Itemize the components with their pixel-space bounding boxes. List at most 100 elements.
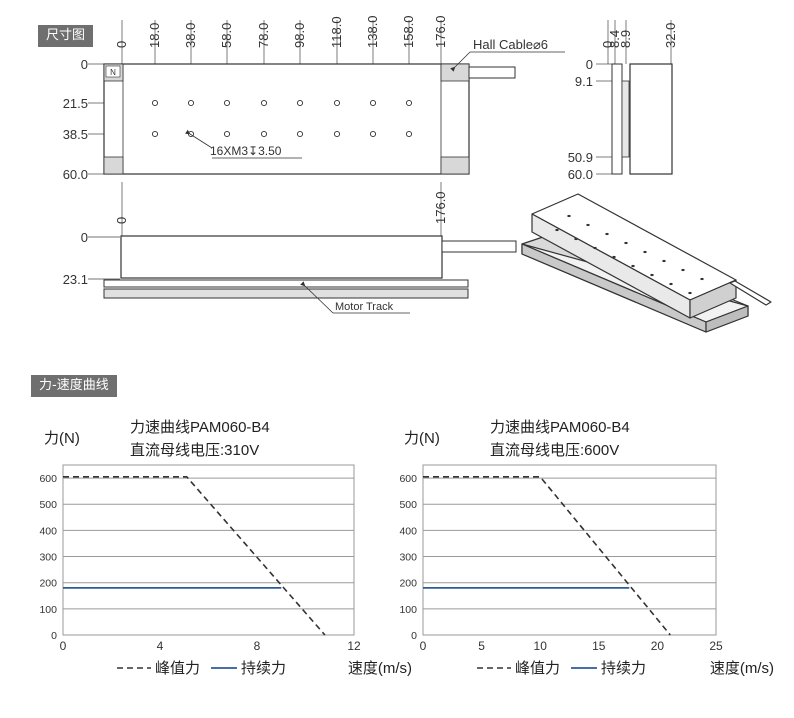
mounting-hole bbox=[296, 99, 304, 107]
y-tick-label: 300 bbox=[399, 552, 417, 564]
mounting-hole bbox=[333, 99, 341, 107]
dimensions-section-title: 尺寸图 bbox=[38, 25, 94, 47]
chart-subtitle: 直流母线电压:310V bbox=[130, 442, 259, 459]
top-x-dim: 0 bbox=[114, 41, 129, 48]
x-tick-label: 20 bbox=[651, 639, 665, 653]
mounting-hole bbox=[187, 99, 195, 107]
side-top-dim: 0 bbox=[600, 41, 615, 48]
side-y-dim: 60.0 bbox=[568, 167, 593, 182]
iso-hole bbox=[650, 273, 654, 277]
top-x-dim: 78.0 bbox=[256, 23, 271, 48]
chart-title: 力速曲线PAM060-B4 bbox=[130, 419, 270, 436]
hall-cable bbox=[468, 66, 516, 79]
mounting-hole bbox=[369, 99, 377, 107]
y-tick-label: 500 bbox=[399, 499, 417, 511]
y-tick-label: 300 bbox=[39, 552, 57, 564]
side-y-dim: 9.1 bbox=[575, 74, 593, 89]
front-y-dim: 23.1 bbox=[63, 272, 88, 287]
side-view-magnet bbox=[621, 80, 630, 158]
x-tick-label: 0 bbox=[60, 639, 67, 653]
x-tick-label: 25 bbox=[709, 639, 723, 653]
chart-310v: 力速曲线PAM060-B4直流母线电压:310V力(N)010020030040… bbox=[39, 419, 412, 677]
front-x-dim: 176.0 bbox=[433, 191, 448, 224]
front-view-body bbox=[120, 235, 443, 279]
x-axis-label: 速度(m/s) bbox=[348, 660, 412, 677]
y-tick-label: 100 bbox=[39, 604, 57, 616]
front-view-cable bbox=[441, 240, 517, 253]
north-mark-box bbox=[105, 65, 121, 78]
top-x-dim: 98.0 bbox=[292, 23, 307, 48]
legend-continuous-label: 持续力 bbox=[601, 660, 646, 677]
legend-continuous-label: 持续力 bbox=[241, 660, 286, 677]
mounting-hole bbox=[151, 99, 159, 107]
mounting-hole bbox=[151, 130, 159, 138]
north-mark: N bbox=[110, 68, 116, 77]
chart-subtitle: 直流母线电压:600V bbox=[490, 442, 619, 459]
top-y-dim: 0 bbox=[81, 57, 88, 72]
side-y-dim: 50.9 bbox=[568, 150, 593, 165]
side-top-dim: 8.4 bbox=[607, 30, 622, 48]
legend-peak-label: 峰值力 bbox=[515, 660, 560, 677]
x-axis-label: 速度(m/s) bbox=[710, 660, 774, 677]
y-axis-label: 力(N) bbox=[404, 430, 440, 447]
x-tick-label: 4 bbox=[157, 639, 164, 653]
iso-hole bbox=[574, 237, 578, 241]
iso-hole bbox=[612, 255, 616, 259]
side-top-dim: 8.9 bbox=[618, 30, 633, 48]
y-tick-label: 400 bbox=[39, 525, 57, 537]
top-x-dim: 18.0 bbox=[147, 23, 162, 48]
iso-hole bbox=[586, 223, 590, 227]
mounting-hole bbox=[260, 99, 268, 107]
iso-hole bbox=[662, 259, 666, 263]
motor-track-top bbox=[103, 279, 469, 288]
iso-hole bbox=[631, 264, 635, 268]
top-x-dim: 38.0 bbox=[183, 23, 198, 48]
top-y-dim: 21.5 bbox=[63, 96, 88, 111]
mounting-hole bbox=[405, 130, 413, 138]
iso-hole bbox=[700, 277, 704, 281]
motor-track-base bbox=[103, 288, 469, 299]
peak-force-line bbox=[423, 475, 671, 636]
y-tick-label: 400 bbox=[399, 525, 417, 537]
mounting-hole bbox=[260, 130, 268, 138]
iso-hole bbox=[688, 291, 692, 295]
legend-peak-label: 峰值力 bbox=[155, 660, 200, 677]
iso-hole bbox=[605, 232, 609, 236]
side-y-dim: 0 bbox=[586, 57, 593, 72]
motor-track-leader bbox=[300, 281, 334, 314]
y-tick-label: 600 bbox=[39, 473, 57, 485]
y-tick-label: 500 bbox=[39, 499, 57, 511]
isometric-view bbox=[521, 193, 772, 333]
top-x-dim: 176.0 bbox=[433, 15, 448, 48]
motor-track-label: Motor Track bbox=[335, 301, 394, 313]
x-tick-label: 8 bbox=[254, 639, 261, 653]
side-view-plate bbox=[611, 63, 623, 175]
y-tick-label: 200 bbox=[39, 578, 57, 590]
top-y-dim: 60.0 bbox=[63, 167, 88, 182]
iso-hole bbox=[643, 250, 647, 254]
front-x-dim: 0 bbox=[114, 217, 129, 224]
x-tick-label: 12 bbox=[347, 639, 361, 653]
chart-title: 力速曲线PAM060-B4 bbox=[490, 419, 630, 436]
y-tick-label: 200 bbox=[399, 578, 417, 590]
hole-callout-leader bbox=[185, 129, 213, 149]
side-view-body bbox=[629, 63, 673, 175]
iso-hole bbox=[681, 268, 685, 272]
chart-600v: 力速曲线PAM060-B4直流母线电压:600V力(N)010020030040… bbox=[399, 419, 774, 677]
iso-hole bbox=[669, 282, 673, 286]
top-x-dim: 158.0 bbox=[401, 15, 416, 48]
hole-callout: 16XM3↧3.50 bbox=[210, 144, 282, 158]
mounting-hole bbox=[369, 130, 377, 138]
y-tick-label: 0 bbox=[51, 630, 57, 642]
y-axis-label: 力(N) bbox=[44, 430, 80, 447]
peak-force-line bbox=[63, 475, 326, 636]
mounting-hole bbox=[223, 99, 231, 107]
mounting-hole bbox=[405, 99, 413, 107]
plot-frame bbox=[422, 464, 717, 636]
y-tick-label: 100 bbox=[399, 604, 417, 616]
y-tick-label: 600 bbox=[399, 473, 417, 485]
plot-frame bbox=[62, 464, 355, 636]
top-x-dim: 138.0 bbox=[365, 15, 380, 48]
iso-hole bbox=[555, 228, 559, 232]
